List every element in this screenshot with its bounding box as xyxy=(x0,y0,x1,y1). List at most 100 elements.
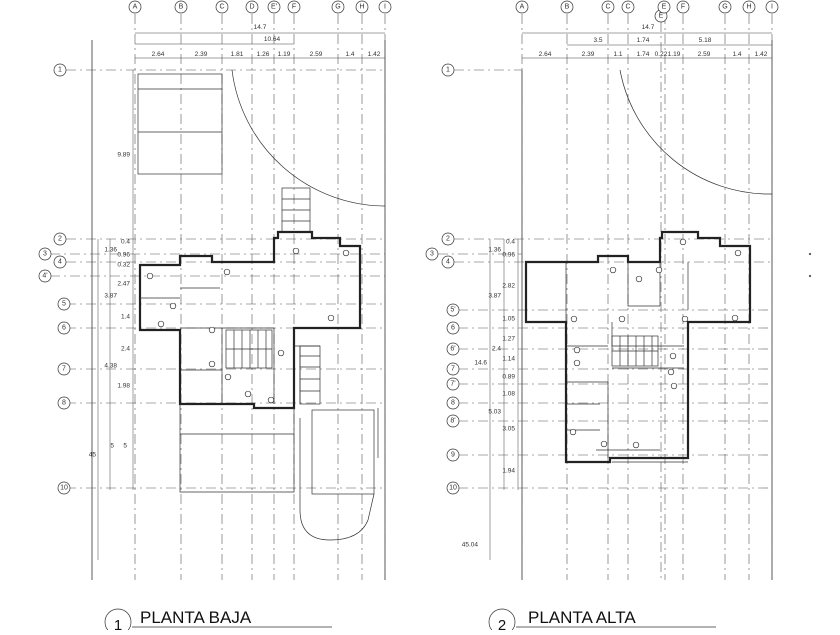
grid-bubble: A xyxy=(515,0,529,14)
dim-seg: 1.42 xyxy=(368,51,381,58)
pergola-structure xyxy=(137,73,223,175)
curved-boundary xyxy=(231,69,386,207)
dim-seg: 1.26 xyxy=(257,51,270,58)
dim-seg: 1.74 xyxy=(637,51,650,58)
plan-planta-baja: A B C D E' F G H I 14.7 10.64 2.64 2.39 … xyxy=(38,0,392,635)
svg-text:3: 3 xyxy=(43,251,47,258)
dim-left: 1.08 xyxy=(502,391,515,398)
svg-text:7': 7' xyxy=(450,381,455,388)
dim-left: 5 xyxy=(123,443,127,450)
dim-left: 1.94 xyxy=(502,468,515,475)
grid-bubble: C xyxy=(601,0,615,14)
dim-seg: 1.81 xyxy=(231,51,244,58)
grid-bubble: D xyxy=(245,0,259,14)
grid-bubble: 8' xyxy=(446,414,460,428)
dim-seg: 2.59 xyxy=(310,51,323,58)
svg-text:B: B xyxy=(565,4,570,11)
dim-left: 2.4 xyxy=(492,346,501,353)
grid-bubble: B xyxy=(174,0,188,14)
dim-left: 0.4 xyxy=(506,239,515,246)
svg-text:8: 8 xyxy=(62,400,66,407)
dim-total: 14.7 xyxy=(642,24,655,31)
grid-bubble: 6 xyxy=(446,321,460,335)
grid-bubble: F xyxy=(287,0,301,14)
dim-left: 45 xyxy=(89,452,97,459)
interior-stair xyxy=(611,335,659,367)
plan-number: 1 xyxy=(114,617,122,630)
svg-text:7: 7 xyxy=(451,366,455,373)
top-dimensions: 14.7 10.64 2.64 2.39 1.81 1.26 1.19 2.59… xyxy=(135,24,385,59)
grid-bubble: 5 xyxy=(57,297,71,311)
svg-text:9: 9 xyxy=(451,452,455,459)
svg-text:E: E xyxy=(659,13,664,20)
curved-boundary xyxy=(619,69,773,195)
svg-text:8': 8' xyxy=(450,418,455,425)
grid-bubble: 8 xyxy=(446,396,460,410)
dim-seg: 2.59 xyxy=(698,51,711,58)
dim-left: 1.05 xyxy=(502,316,515,323)
svg-text:1: 1 xyxy=(446,67,450,74)
grid-bubble: G xyxy=(331,0,345,14)
dim-seg: 1.4 xyxy=(732,51,741,58)
svg-text:G: G xyxy=(335,4,340,11)
grid-bubble: A xyxy=(128,0,142,14)
svg-text:A: A xyxy=(133,4,138,11)
dim-left: 0.96 xyxy=(117,252,130,259)
grid-bubble: H xyxy=(742,0,756,14)
dim-left: 2.82 xyxy=(502,283,515,290)
dim-left: 0.4 xyxy=(121,239,130,246)
column-bubbles: A B C D E' F G H I xyxy=(128,0,392,14)
dim-total: 14.7 xyxy=(254,24,267,31)
grid-bubble: 7 xyxy=(57,362,71,376)
grid-bubble: 1 xyxy=(53,63,67,77)
front-area xyxy=(179,404,379,541)
grid-bubble: 3 xyxy=(38,247,52,261)
grid-bubble: 6' xyxy=(446,342,460,356)
lot-boundary xyxy=(91,40,386,580)
top-dimensions: 14.7 3.5 1.74 5.18 2.64 2.39 1.1 1.74 0.… xyxy=(522,24,772,59)
grid-bubble: 10 xyxy=(446,481,460,495)
svg-text:B: B xyxy=(179,4,184,11)
grid-bubble: 6 xyxy=(57,321,71,335)
dim-seg: 2.64 xyxy=(539,51,552,58)
left-dimensions: 9.89 0.4 1.36 0.96 0.32 2.47 3.87 1.4 2.… xyxy=(89,70,134,560)
row-grid xyxy=(438,69,772,489)
dim-left: 14.6 xyxy=(474,360,487,367)
svg-text:A: A xyxy=(520,4,525,11)
grid-bubble: E' xyxy=(267,0,281,14)
dim-left: 5 xyxy=(110,443,114,450)
grid-bubble: 7 xyxy=(446,362,460,376)
grid-bubble: 4' xyxy=(38,269,52,283)
svg-text:10: 10 xyxy=(60,485,68,492)
svg-text:I: I xyxy=(384,4,386,11)
dim-sub: 5.18 xyxy=(699,37,712,44)
svg-text:H: H xyxy=(746,4,751,11)
row-grid xyxy=(50,69,385,489)
margin-dot xyxy=(808,252,812,256)
grid-bubble: 2 xyxy=(53,232,67,246)
svg-text:E': E' xyxy=(271,4,277,11)
svg-text:6: 6 xyxy=(451,325,455,332)
grid-bubble: 4 xyxy=(441,255,455,269)
grid-bubble: 4 xyxy=(53,255,67,269)
grid-bubble: G xyxy=(718,0,732,14)
grid-bubble: C xyxy=(621,0,635,14)
svg-text:6': 6' xyxy=(450,346,455,353)
dim-left: 3.87 xyxy=(104,293,117,300)
plan-title-alta: 2 PLANTA ALTA xyxy=(488,608,716,635)
svg-text:3: 3 xyxy=(430,251,434,258)
dim-seg: 2.39 xyxy=(582,51,595,58)
plan-title: PLANTA ALTA xyxy=(528,608,636,627)
plan-title: PLANTA BAJA xyxy=(140,608,252,627)
left-dimensions: 0.4 1.36 0.96 2.82 3.87 1.05 1.27 2.4 14… xyxy=(462,239,519,560)
grid-bubble: H xyxy=(355,0,369,14)
svg-text:2: 2 xyxy=(58,236,62,243)
dim-left: 1.27 xyxy=(502,336,515,343)
exterior-stair xyxy=(281,187,311,233)
svg-text:5: 5 xyxy=(62,301,66,308)
svg-text:C: C xyxy=(605,4,610,11)
grid-bubble: 7' xyxy=(446,377,460,391)
dim-left: 1.14 xyxy=(502,356,515,363)
